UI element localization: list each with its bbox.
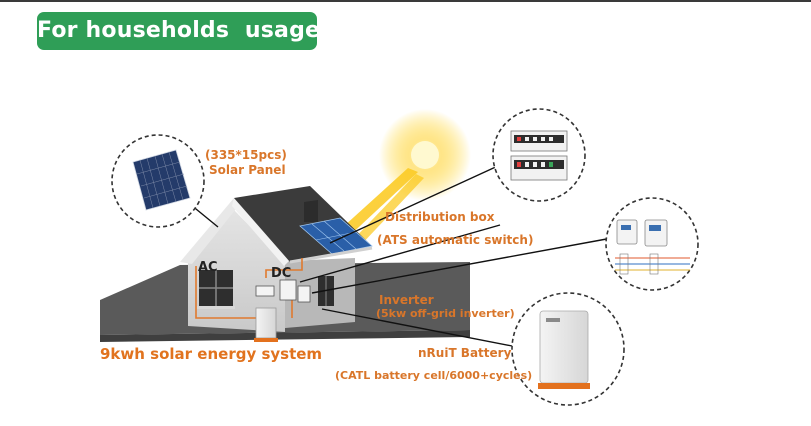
inverter-icon — [605, 197, 699, 291]
ac-label: AC — [198, 260, 218, 275]
inverter-label: Inverter — [379, 293, 434, 307]
solar-panel-icon — [111, 134, 205, 228]
callout-lines — [184, 164, 613, 347]
battery-icon — [511, 292, 625, 406]
system-title: 9kwh solar energy system — [100, 345, 323, 363]
solar-panel-qty: (335*15pcs) — [205, 148, 287, 162]
dc-label: DC — [271, 266, 292, 281]
distribution-box-icon — [492, 108, 586, 202]
battery-label: nRuiT Battery — [418, 346, 512, 360]
solar-panel-label: Solar Panel — [209, 163, 286, 177]
top-divider — [0, 0, 811, 2]
sunlight-beams — [333, 168, 424, 246]
distribution-box-detail: (ATS automatic switch) — [377, 233, 534, 247]
section-banner: For households usage — [37, 12, 320, 50]
house-icon — [180, 186, 373, 342]
distribution-box-label: Distribution box — [385, 210, 495, 224]
inverter-detail: (5kw off-grid inverter) — [376, 307, 515, 320]
battery-detail: (CATL battery cell/6000+cycles) — [335, 369, 533, 382]
